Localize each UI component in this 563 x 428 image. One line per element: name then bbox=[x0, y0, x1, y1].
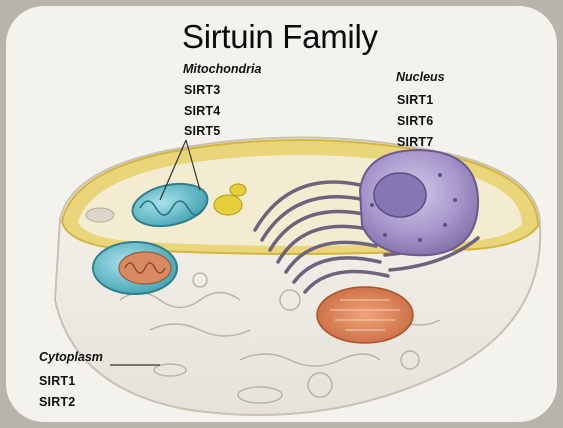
mitochondrion-lower bbox=[93, 242, 177, 294]
mitochondria-member-3: SIRT5 bbox=[184, 124, 220, 138]
vacuole bbox=[86, 208, 114, 222]
nucleus-member-2: SIRT6 bbox=[397, 114, 433, 128]
golgi-body bbox=[317, 287, 413, 343]
nucleus-member-3: SIRT7 bbox=[397, 135, 433, 149]
mitochondria-member-2: SIRT4 bbox=[184, 104, 220, 118]
nucleus-member-1: SIRT1 bbox=[397, 93, 433, 107]
mitochondria-member-1: SIRT3 bbox=[184, 83, 220, 97]
page-title: Sirtuin Family bbox=[182, 18, 378, 56]
cytoplasm-member-2: SIRT2 bbox=[39, 395, 75, 409]
nucleolus bbox=[374, 173, 426, 217]
cytoplasm-member-1: SIRT1 bbox=[39, 374, 75, 388]
cytoplasm-header: Cytoplasm bbox=[39, 350, 103, 364]
nucleus-header: Nucleus bbox=[396, 70, 445, 84]
mitochondria-header: Mitochondria bbox=[183, 62, 261, 76]
